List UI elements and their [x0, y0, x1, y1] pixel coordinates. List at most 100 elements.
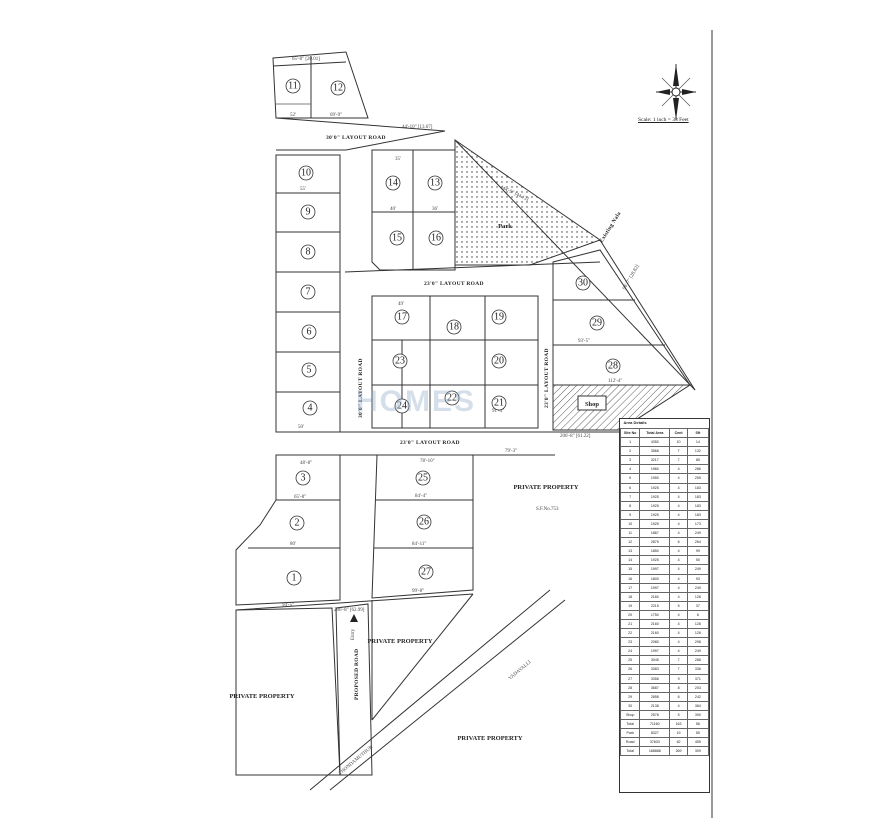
table-cell: 5	[619, 473, 641, 484]
plot-number: 19	[494, 312, 504, 323]
table-cell: 1850	[639, 546, 671, 557]
table-cell: 2160	[639, 618, 671, 630]
table-cell: 6	[669, 691, 688, 702]
table-cell: 4	[669, 518, 688, 530]
plot-circle	[298, 165, 314, 181]
table-cell: 4	[669, 509, 688, 520]
plot-circle	[285, 78, 301, 94]
table-cell: 1925	[639, 509, 671, 520]
block-17-24-outline	[371, 295, 539, 429]
plot-number: 6	[307, 327, 312, 338]
table-cell: 7	[669, 664, 688, 675]
table-cell: 2160	[639, 628, 671, 639]
thondamuthur-label: THONDAMUTHUR	[338, 745, 374, 777]
plot-number: 12	[333, 83, 343, 94]
plot-circle	[575, 275, 591, 291]
table-cell: 10	[619, 518, 641, 530]
table-cell: 4	[669, 528, 688, 539]
table-cell: 455	[686, 737, 710, 748]
plot-circle	[428, 230, 444, 246]
table-cell: 4	[669, 591, 688, 602]
table-cell: 2215	[639, 600, 671, 611]
table-cell: 56	[686, 718, 710, 730]
sf-no-label: S.F.No.753	[536, 507, 559, 512]
plot-number: 30	[578, 278, 588, 289]
table-header-cell: Cent	[669, 427, 688, 439]
dim-layout-right: 206'-8" [61.22]	[560, 434, 591, 439]
table-cell: 286	[686, 464, 710, 475]
table-cell: 4	[669, 618, 688, 630]
shop-label: Shop	[585, 401, 599, 408]
table-cell: 15	[619, 564, 641, 575]
watermark-text: HOMES	[356, 385, 477, 418]
table-cell: 1750	[639, 609, 671, 620]
table-cell: 4	[669, 482, 688, 493]
dim-35: 35'	[395, 157, 401, 162]
proposed-road-outline	[335, 603, 373, 776]
plot-number: 29	[592, 318, 602, 329]
plot-number: 26	[419, 517, 429, 528]
table-cell: 4	[669, 473, 688, 484]
dim-91-4: 91'-4"	[492, 409, 504, 414]
table-cell: 183	[686, 491, 710, 502]
dim-50: 50'	[298, 425, 304, 430]
table-cell: 4	[669, 573, 688, 584]
plot-number: 3	[301, 473, 306, 484]
table-cell: 71160	[639, 718, 671, 730]
table-cell: 1925	[639, 500, 671, 511]
plot-circle	[491, 395, 507, 411]
table-cell: 1925	[639, 518, 671, 530]
table-cell: 20	[619, 609, 641, 620]
plot-number: 20	[494, 356, 504, 367]
plot-number: 10	[301, 168, 311, 179]
table-cell: 99	[686, 546, 710, 557]
table-cell: 23	[619, 637, 641, 648]
private-property-bottom-label: PRIVATE PROPERTY	[457, 735, 522, 742]
dim-40: 40'	[390, 207, 396, 212]
table-cell: 19	[669, 728, 688, 739]
vadavalli-label: VADAVALLI	[508, 660, 533, 682]
table-cell: 7	[669, 455, 688, 466]
table-cell: 30	[619, 700, 641, 711]
table-cell: 4	[669, 500, 688, 511]
plot-number: 7	[306, 287, 311, 298]
table-cell: 12	[619, 537, 641, 548]
table-cell: Total	[619, 718, 641, 730]
table-cell: 9	[669, 673, 688, 684]
table-cell: 22	[619, 628, 641, 639]
table-cell: 6	[669, 537, 688, 548]
dim-36: 36'	[432, 207, 438, 212]
plot-circle	[301, 362, 317, 378]
table-cell: 242	[686, 691, 710, 702]
park-label: Park	[498, 223, 512, 230]
table-cell: 27	[619, 673, 641, 684]
table-cell: 183	[686, 509, 710, 520]
table-cell: 371	[686, 673, 710, 684]
plot-circle	[491, 353, 507, 369]
dim-48-8: 48'-8"	[300, 461, 312, 466]
dim-94-5: 94'-5"	[282, 603, 294, 608]
plot-circle	[330, 80, 346, 96]
plot-circle	[301, 324, 317, 340]
plot-number: 11	[288, 81, 298, 92]
table-cell: 2160	[639, 591, 671, 602]
plot-circle	[394, 398, 410, 414]
table-cell: 14	[619, 555, 641, 566]
table-cell: 132	[686, 446, 710, 457]
table-cell: 29	[619, 691, 641, 702]
plot-number: 21	[494, 398, 504, 409]
table-cell: 3	[619, 455, 641, 466]
table-cell: 11	[619, 528, 641, 539]
table-cell: 4	[669, 464, 688, 475]
